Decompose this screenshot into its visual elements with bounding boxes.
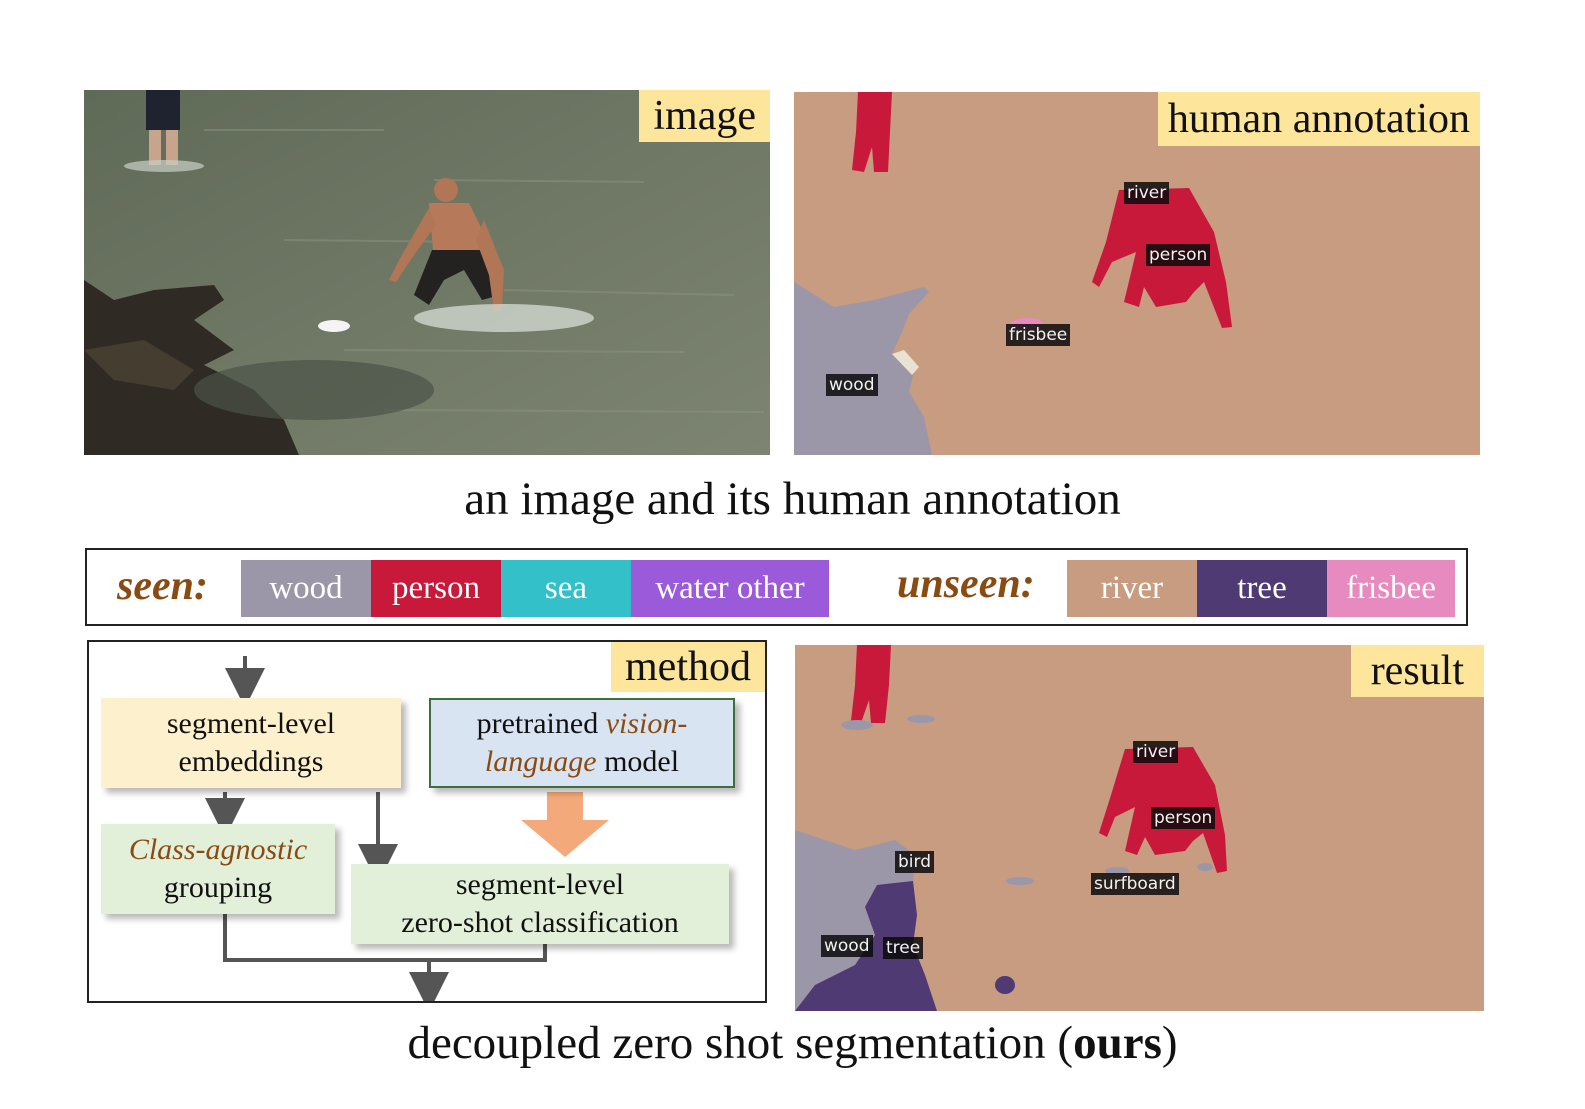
vlm-italic-2: language: [484, 745, 597, 778]
method-connectors: [205, 656, 609, 1001]
result-surfboard-label: surfboard: [1091, 873, 1179, 896]
bottom-caption-bold: ours: [1073, 1017, 1162, 1069]
legend-river: river: [1067, 560, 1197, 617]
legend-water-other: water other: [631, 560, 829, 617]
human-annotation-map: human annotation river person frisbee wo…: [794, 92, 1480, 455]
legend-sea: sea: [501, 560, 631, 617]
bottom-caption-post: ): [1161, 1017, 1178, 1069]
result-map: result river person bird surfboard wood …: [795, 645, 1484, 1011]
legend-wood: wood: [241, 560, 371, 617]
vlm-post: model: [596, 745, 680, 778]
unseen-heading: unseen:: [897, 561, 1035, 607]
person-label: person: [1146, 244, 1211, 267]
legend-person: person: [371, 560, 501, 617]
frisbee-label: frisbee: [1006, 324, 1071, 347]
seen-heading: seen:: [117, 563, 208, 609]
segment-embeddings-node: segment-level embeddings: [101, 698, 401, 788]
class-legend: seen: wood person sea water other unseen…: [85, 548, 1468, 626]
result-person-label: person: [1151, 807, 1216, 830]
vlm-down-arrow: [521, 792, 609, 857]
result-tree-label: tree: [883, 937, 924, 960]
river-label: river: [1124, 182, 1170, 205]
embeddings-line1: segment-level: [166, 707, 336, 740]
result-river-label: river: [1133, 741, 1179, 764]
wood-label: wood: [826, 374, 878, 397]
result-tag: result: [1350, 645, 1484, 697]
legend-tree: tree: [1197, 560, 1327, 617]
human-annotation-tag: human annotation: [1157, 92, 1480, 146]
method-tag: method: [611, 642, 765, 692]
vlm-pre: pretrained: [476, 707, 606, 740]
result-bird-label: bird: [895, 851, 934, 874]
legend-frisbee: frisbee: [1327, 560, 1455, 617]
zsc-line1: segment-level: [455, 868, 625, 901]
bottom-caption: decoupled zero shot segmentation (ours): [0, 1016, 1585, 1070]
grouping-node: Class-agnostic grouping: [101, 824, 335, 914]
grouping-line2: grouping: [163, 871, 273, 904]
vlm-node: pretrained vision- language model: [429, 698, 735, 788]
zero-shot-classification-node: segment-level zero-shot classification: [351, 864, 729, 944]
result-wood-label: wood: [821, 935, 873, 958]
zsc-line2: zero-shot classification: [401, 906, 679, 939]
embeddings-line2: embeddings: [178, 745, 324, 778]
method-diagram: method segment-level embeddings pretrain…: [87, 640, 767, 1003]
image-tag: image: [639, 90, 770, 142]
bottom-caption-pre: decoupled zero shot segmentation (: [407, 1017, 1074, 1069]
vlm-italic-1: vision-: [605, 707, 688, 740]
input-photo: image: [84, 90, 770, 455]
top-caption: an image and its human annotation: [464, 473, 1121, 525]
grouping-line1: Class-agnostic: [128, 833, 308, 866]
